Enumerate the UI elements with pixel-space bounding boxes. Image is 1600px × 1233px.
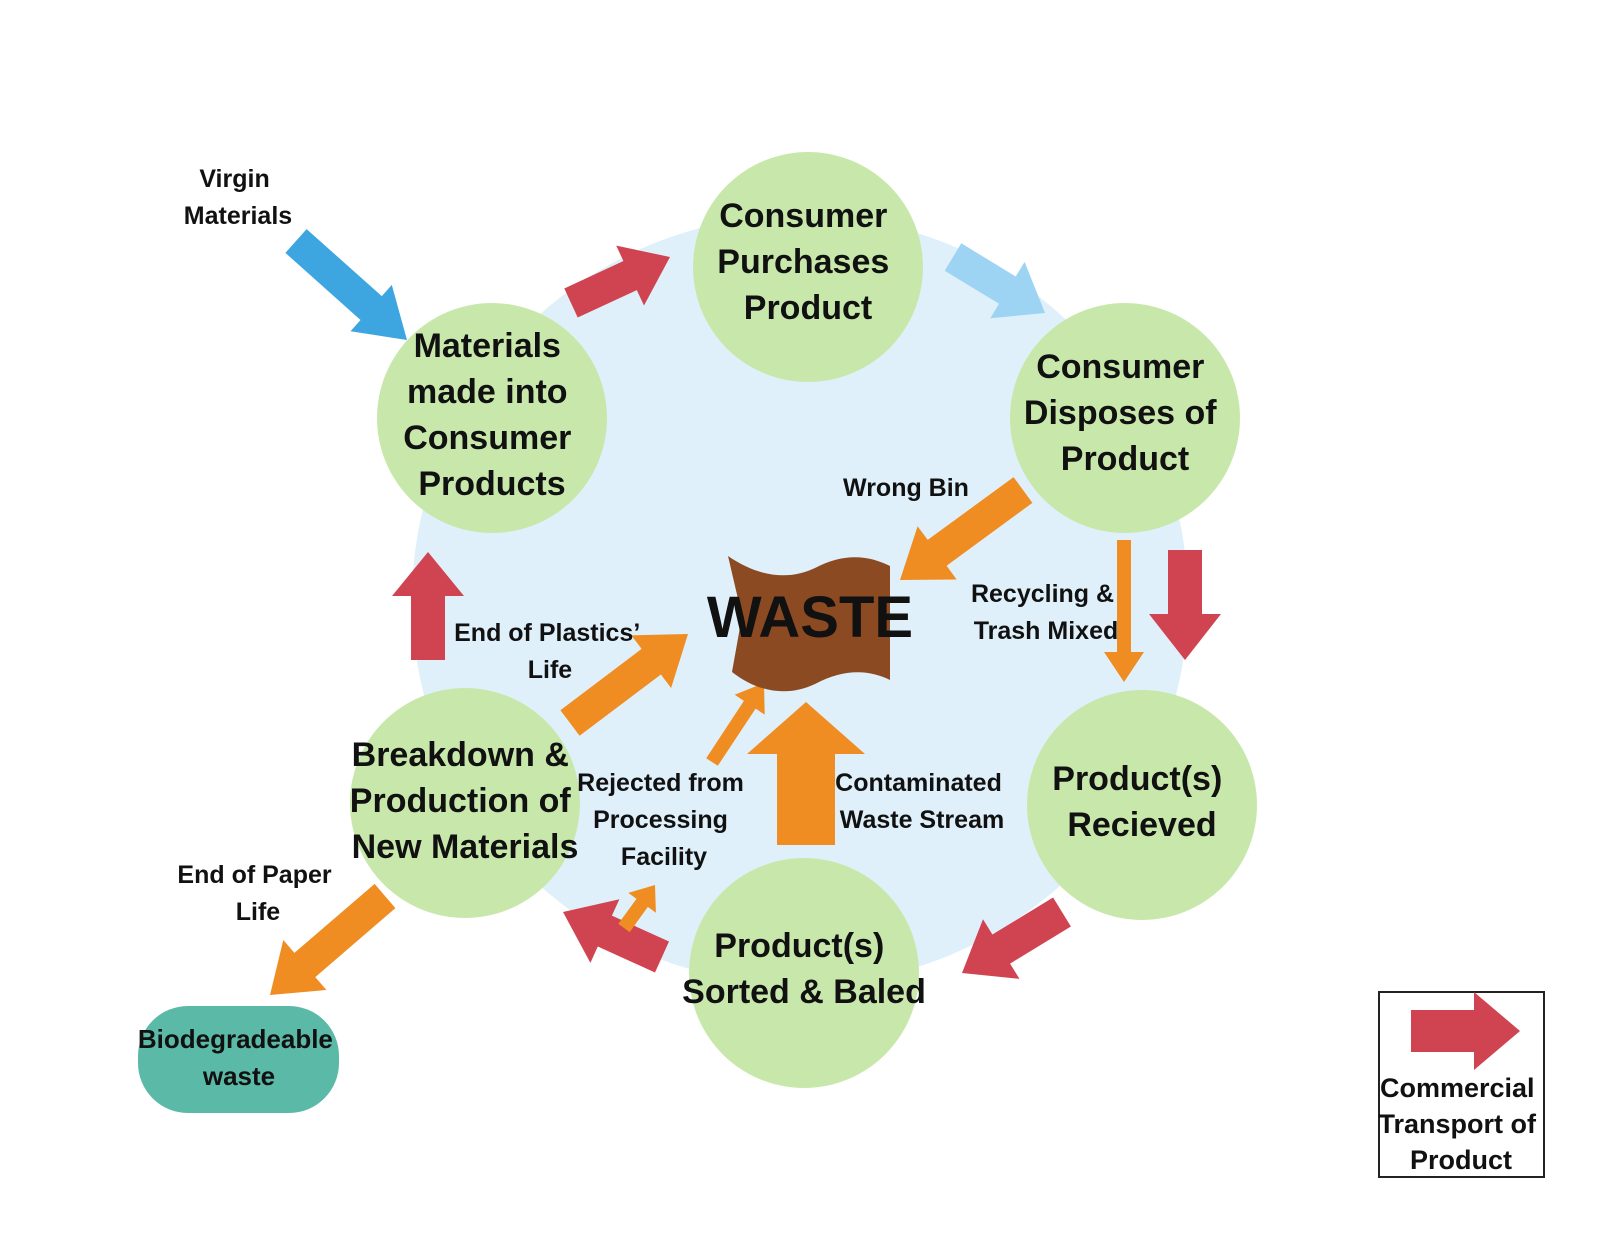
svg-text:Consumer Purchases: Consumer Purchases Product: [717, 197, 898, 327]
node-disposes-line-1: Consumer: [1036, 348, 1204, 386]
node-materials: Materials made into Consumer Products: [377, 303, 607, 533]
legend-line-3: Product: [1410, 1145, 1512, 1175]
purchase-to-dispose-arrow: [944, 243, 1045, 319]
node-purchases-line-3: Product: [744, 289, 872, 327]
node-purchases-line-2: Purchases: [717, 243, 889, 281]
legend-line-1: Commercial: [1380, 1073, 1535, 1103]
label-end-of-paper-life: End of Paper Life: [177, 861, 338, 926]
svg-text:Commercial Transport of: Commercial Transport of Product: [1378, 1073, 1543, 1175]
node-received-line-1: Product(s): [1052, 760, 1222, 798]
arrows-layer: [270, 229, 1221, 995]
label-rejected-from-facility: Rejected from Processing Facility: [577, 769, 751, 871]
label-recycling-trash-mixed: Recycling & Trash Mixed: [971, 580, 1121, 645]
node-materials-line-4: Products: [418, 465, 565, 503]
node-received: Product(s) Recieved: [1027, 690, 1257, 920]
rejected-arrow: [706, 683, 765, 766]
node-materials-line-1: Materials: [414, 327, 561, 365]
label-virgin-materials: Virgin Materials: [184, 165, 292, 230]
sorted-to-breakdown-arrow: [563, 899, 669, 973]
label-contaminated-waste-stream: Contaminated Waste Stream: [835, 769, 1009, 834]
svg-text:Materials made into: Materials made into Consumer Products: [403, 327, 581, 503]
biodegradable-line-2: waste: [202, 1061, 275, 1091]
biodegradable-line-1: Biodegradeable: [138, 1024, 333, 1054]
breakdown-to-materials-arrow: [392, 552, 464, 660]
node-materials-line-3: Consumer: [403, 419, 571, 457]
label-wrong-bin: Wrong Bin: [843, 474, 969, 502]
node-disposes-line-2: Disposes of: [1024, 394, 1217, 432]
node-breakdown-line-2: Production of: [350, 782, 572, 820]
node-breakdown-line-3: New Materials: [352, 828, 579, 866]
svg-text:Consumer Disposes of: Consumer Disposes of Product: [1024, 348, 1226, 478]
node-breakdown: Breakdown & Production of New Materials: [350, 688, 580, 918]
dispose-to-received-arrow: [1149, 550, 1221, 660]
svg-text:Product(s) Recieved: Product(s) Recieved: [1052, 760, 1231, 844]
svg-text:Breakdown & Production o: Breakdown & Production of New Materials: [350, 736, 580, 866]
node-sorted-line-2: Sorted & Baled: [682, 973, 926, 1011]
waste-banner: WASTE: [707, 556, 913, 692]
contaminated-arrow: [747, 702, 865, 845]
materials-to-purchase-arrow: [564, 245, 670, 318]
node-breakdown-line-1: Breakdown &: [352, 736, 569, 774]
node-purchases: Consumer Purchases Product: [693, 152, 923, 382]
node-materials-line-2: made into: [407, 373, 568, 411]
legend-commercial-arrow-swatch: [1411, 992, 1520, 1070]
node-sorted: Product(s) Sorted & Baled: [682, 858, 926, 1088]
rejected-small-arrow: [618, 885, 656, 933]
biodegradable-waste-node: Biodegradeable waste: [138, 1006, 340, 1113]
mixed-arrow: [1104, 540, 1144, 682]
waste-label: WASTE: [707, 585, 913, 650]
node-received-line-2: Recieved: [1067, 806, 1216, 844]
plastics-arrow: [560, 634, 688, 736]
node-disposes-line-3: Product: [1061, 440, 1189, 478]
svg-text:Biodegradeable waste: Biodegradeable waste: [138, 1024, 340, 1091]
label-end-of-plastics-life: End of Plastics’ Life: [454, 619, 646, 684]
virgin-arrow: [285, 229, 407, 340]
received-to-sorted-arrow: [962, 897, 1071, 979]
wrong-bin-arrow: [900, 477, 1033, 580]
node-sorted-line-1: Product(s): [714, 927, 884, 965]
paper-arrow: [270, 883, 396, 995]
legend: Commercial Transport of Product: [1378, 991, 1545, 1178]
legend-line-2: Transport of: [1378, 1109, 1537, 1139]
node-purchases-line-1: Consumer: [719, 197, 887, 235]
svg-text:Product(s) Sorted & Bale: Product(s) Sorted & Baled: [682, 927, 926, 1011]
node-disposes: Consumer Disposes of Product: [1010, 303, 1240, 533]
